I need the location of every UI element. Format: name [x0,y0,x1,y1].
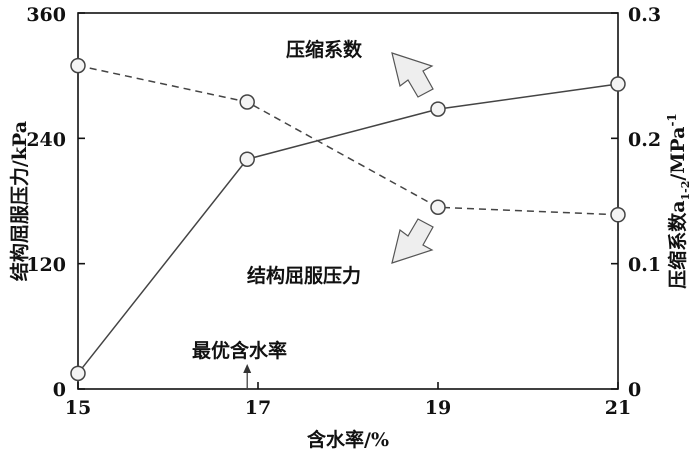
y-left-tick-label: 360 [26,4,66,26]
plot-frame [77,12,619,390]
y-right-tick-label: 0.3 [628,4,661,26]
y-right-title-unit: /MPa [667,127,689,181]
compression-point [430,199,446,216]
yield-point [430,101,446,117]
yield-point [239,151,255,167]
x-axis-title: 含水率/% [307,428,389,451]
y-right-tick-label: 0.2 [628,129,661,151]
optimum-arrow-head [243,364,252,373]
y-left-tick-label: 120 [26,254,66,276]
optimum-label: 最优含水率 [192,339,287,362]
x-tick-label: 17 [245,397,271,419]
x-tick-label: 15 [65,397,91,419]
yield-label: 结构屈服压力 [247,264,361,287]
y-left-tick-label: 240 [26,129,66,151]
y-right-tick-label: 0 [628,379,641,401]
tick-marks [77,12,619,390]
yield-point [610,76,626,92]
y-left-tick-label: 0 [53,379,66,401]
series-layer [70,57,626,382]
optimum-marker [243,364,252,388]
y-right-title-sup: -1 [665,113,679,126]
y-right-axis-title: 压缩系数a1-2/MPa-1 [665,113,692,289]
compression-arrow [391,52,434,98]
compression-point [70,57,86,74]
y-right-tick-label: 0.1 [628,254,661,276]
yield-point [70,365,86,382]
compression-series-line [77,64,619,216]
yield-arrow [391,218,434,264]
compression-point [610,207,626,223]
compression-label: 压缩系数 [286,38,363,61]
y-right-title-sub: 1-2 [679,181,692,201]
x-tick-label: 19 [425,397,451,419]
compression-point [239,94,255,110]
y-right-title-main: 压缩系数a [666,200,689,288]
yield-series-line [77,83,619,374]
x-tick-label: 21 [605,397,631,419]
y-left-axis-title: 结构屈服压力/kPa [8,121,31,281]
